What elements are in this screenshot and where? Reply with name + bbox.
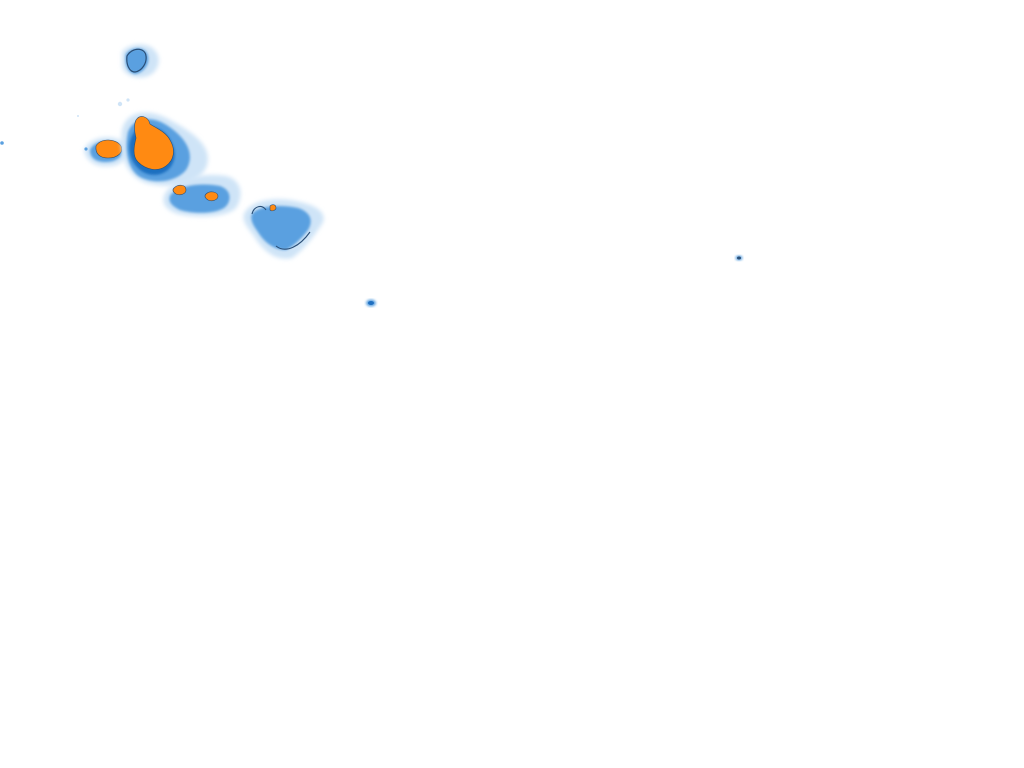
cell-g-dark <box>737 256 741 260</box>
speck <box>84 147 88 151</box>
cell-e-outline-1 <box>251 205 267 215</box>
cell-a-outline <box>126 48 147 73</box>
speck <box>117 101 123 107</box>
cell-b <box>84 137 128 167</box>
cell-a <box>122 44 159 78</box>
speck <box>126 98 130 102</box>
cell-e-outline-2 <box>275 231 311 250</box>
cell-f <box>366 299 376 307</box>
cell-e <box>243 199 324 259</box>
cell-d-core-1 <box>172 184 187 196</box>
cell-f-dark <box>368 301 374 305</box>
cell-d <box>163 174 241 217</box>
noise-specks <box>0 98 130 151</box>
cell-c-core <box>133 116 174 170</box>
cell-e-core <box>269 204 277 212</box>
cell-c <box>121 112 208 186</box>
cell-d-core-2 <box>204 191 219 202</box>
cell-g <box>735 255 743 261</box>
cell-b-core <box>95 139 123 159</box>
speck <box>77 115 79 117</box>
cell-e-mid <box>251 206 311 250</box>
speck <box>0 141 4 145</box>
